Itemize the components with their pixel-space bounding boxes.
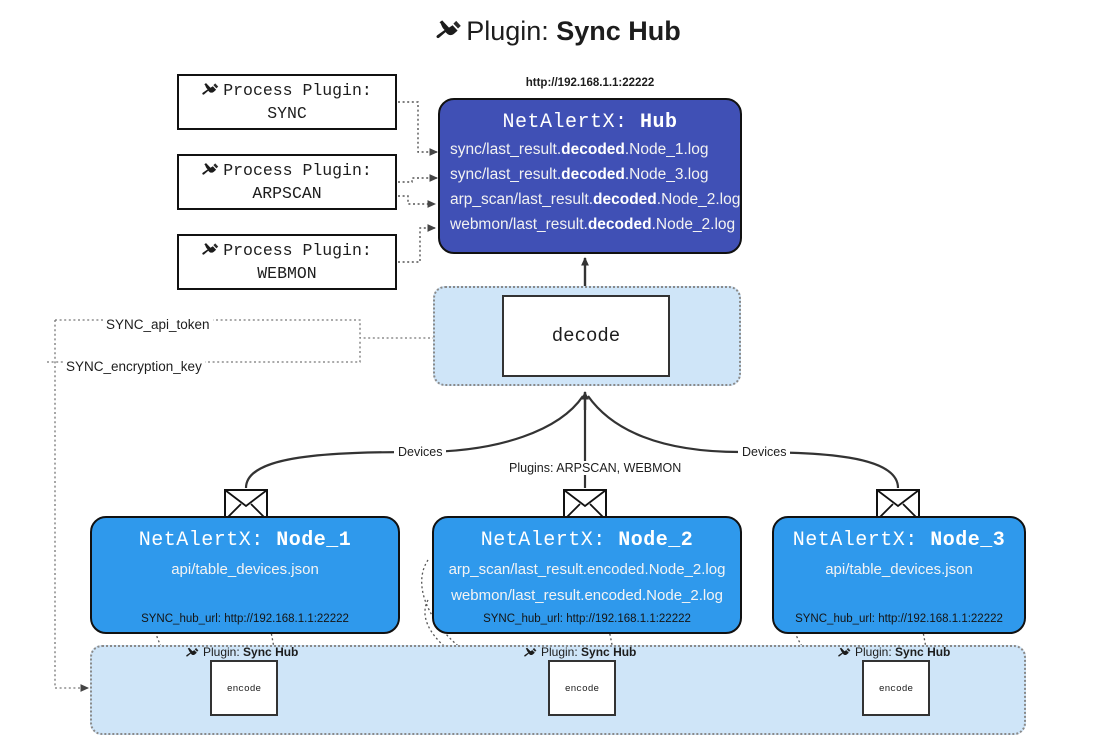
decode-box[interactable]: decode — [502, 295, 670, 377]
encode-plugin-label: Plugin: Sync Hub — [186, 645, 298, 662]
node-hub-url: SYNC_hub_url: http://192.168.1.1:22222 — [141, 613, 349, 625]
node-title-prefix: NetAlertX: — [480, 529, 606, 552]
process-plugin-name: SYNC — [267, 104, 307, 123]
process-plugin-label: Process Plugin: — [223, 241, 372, 260]
hub-log-line: sync/last_result.decoded.Node_3.log — [440, 166, 740, 184]
encode-plugin-label: Plugin: Sync Hub — [838, 645, 950, 662]
encode-box[interactable]: encode — [210, 660, 278, 716]
process-plugin-name: WEBMON — [257, 264, 317, 283]
process-plugin-header: Process Plugin: — [179, 161, 395, 183]
encode-plugin-name: Sync Hub — [895, 645, 951, 659]
hub-log-pre: arp_scan/last_result. — [450, 191, 594, 208]
node-title-name: Node_2 — [618, 529, 694, 552]
process-plugin-header: Process Plugin: — [179, 241, 395, 263]
node-title: NetAlertX: Node_1 — [92, 529, 398, 552]
hub-log-post: .Node_2.log — [651, 216, 736, 233]
label-sync-encryption-key: SYNC_encryption_key — [63, 359, 205, 374]
node-title-prefix: NetAlertX: — [792, 529, 918, 552]
hub-log-mid: decoded — [561, 166, 625, 183]
encode-plugin-prefix: Plugin: — [855, 645, 892, 659]
plug-icon — [524, 647, 537, 662]
envelope-icon — [876, 489, 920, 521]
title-prefix: Plugin: — [466, 16, 549, 46]
hub-url-caption: http://192.168.1.1:22222 — [525, 77, 655, 89]
node-hub-url: SYNC_hub_url: http://192.168.1.1:22222 — [483, 613, 691, 625]
node-title: NetAlertX: Node_2 — [434, 529, 740, 552]
hub-log-post: .Node_2.log — [656, 191, 741, 208]
node-box-node-2[interactable]: NetAlertX: Node_2 arp_scan/last_result.e… — [432, 516, 742, 634]
plug-icon — [202, 82, 219, 103]
hub-log-pre: sync/last_result. — [450, 141, 562, 158]
node-box-node-1[interactable]: NetAlertX: Node_1 api/table_devices.json… — [90, 516, 400, 634]
plug-icon — [186, 647, 199, 662]
process-plugin-name: ARPSCAN — [252, 184, 322, 203]
hub-log-pre: sync/last_result. — [450, 166, 562, 183]
hub-log-mid: decoded — [587, 216, 652, 233]
plug-icon — [838, 647, 851, 662]
plug-icon — [436, 19, 462, 50]
hub-box[interactable]: NetAlertX: Hub sync/last_result.decoded.… — [438, 98, 742, 254]
node-line: api/table_devices.json — [825, 561, 973, 578]
edge-label-devices-left: Devices — [394, 445, 447, 459]
plug-icon — [202, 242, 219, 263]
plug-icon — [202, 162, 219, 183]
hub-title-prefix: NetAlertX: — [502, 111, 628, 134]
node-title-name: Node_3 — [930, 529, 1006, 552]
process-plugin-label: Process Plugin: — [223, 161, 372, 180]
hub-log-post: .Node_1.log — [624, 141, 709, 158]
process-plugin-webmon[interactable]: Process Plugin: WEBMON — [177, 234, 397, 290]
encode-plugin-name: Sync Hub — [581, 645, 637, 659]
page-title: Plugin: Sync Hub — [0, 16, 1117, 50]
hub-log-mid: decoded — [561, 141, 625, 158]
node-line: api/table_devices.json — [171, 561, 319, 578]
envelope-icon — [224, 489, 268, 521]
node-title-prefix: NetAlertX: — [138, 529, 264, 552]
hub-log-post: .Node_3.log — [624, 166, 709, 183]
envelope-icon — [563, 489, 607, 521]
hub-log-line: arp_scan/last_result.decoded.Node_2.log — [440, 191, 740, 209]
encode-plugin-label: Plugin: Sync Hub — [524, 645, 636, 662]
hub-log-line: webmon/last_result.decoded.Node_2.log — [440, 216, 740, 234]
node-line: arp_scan/last_result.encoded.Node_2.log — [448, 561, 726, 578]
encode-plugin-prefix: Plugin: — [203, 645, 240, 659]
edge-label-plugins: Plugins: ARPSCAN, WEBMON — [505, 461, 686, 475]
node-line: webmon/last_result.encoded.Node_2.log — [451, 587, 723, 604]
encode-plugin-prefix: Plugin: — [541, 645, 578, 659]
title-name: Sync Hub — [556, 16, 681, 46]
hub-log-line: sync/last_result.decoded.Node_1.log — [440, 141, 740, 159]
process-plugin-sync[interactable]: Process Plugin: SYNC — [177, 74, 397, 130]
edge-label-devices-right: Devices — [738, 445, 791, 459]
hub-log-mid: decoded — [593, 191, 657, 208]
label-sync-api-token: SYNC_api_token — [103, 317, 213, 332]
encode-box[interactable]: encode — [548, 660, 616, 716]
encode-box[interactable]: encode — [862, 660, 930, 716]
node-box-node-3[interactable]: NetAlertX: Node_3 api/table_devices.json… — [772, 516, 1026, 634]
hub-title-name: Hub — [640, 111, 678, 134]
hub-title: NetAlertX: Hub — [440, 111, 740, 134]
hub-log-pre: webmon/last_result. — [450, 216, 588, 233]
encode-plugin-name: Sync Hub — [243, 645, 299, 659]
node-title: NetAlertX: Node_3 — [774, 529, 1024, 552]
node-hub-url: SYNC_hub_url: http://192.168.1.1:22222 — [795, 613, 1003, 625]
process-plugin-arpscan[interactable]: Process Plugin: ARPSCAN — [177, 154, 397, 210]
node-title-name: Node_1 — [276, 529, 352, 552]
process-plugin-label: Process Plugin: — [223, 81, 372, 100]
process-plugin-header: Process Plugin: — [179, 81, 395, 103]
